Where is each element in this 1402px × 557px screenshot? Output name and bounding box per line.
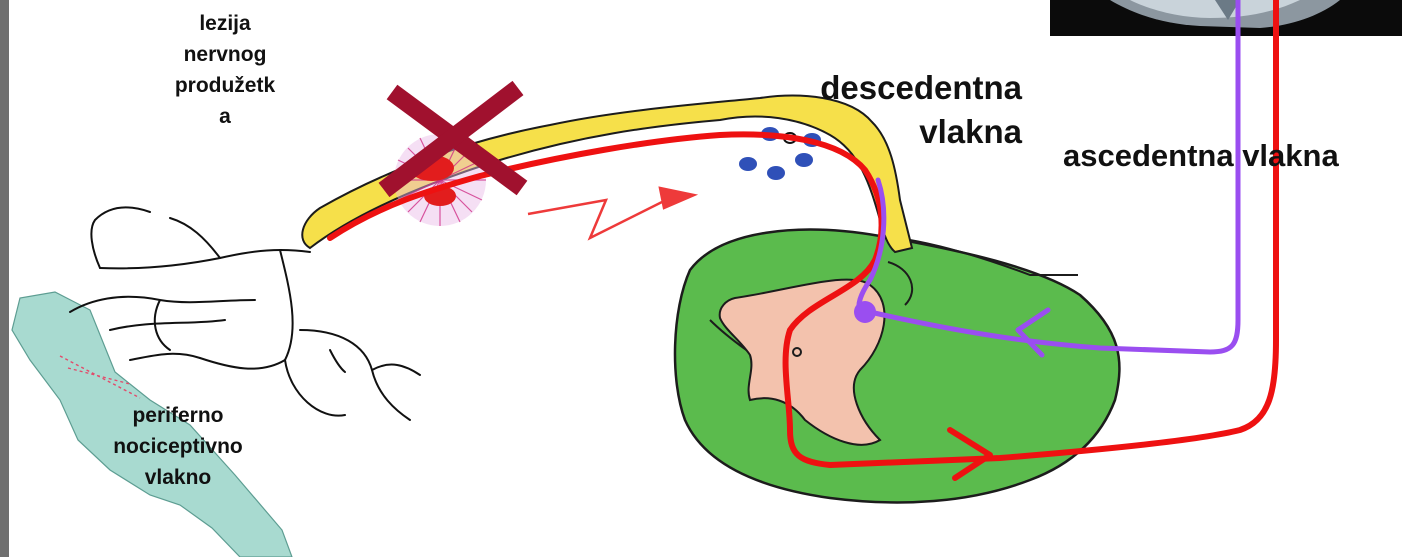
peripheral-fiber-label: periferno nociceptivno vlakno [78, 400, 278, 493]
lesion-label: lezija nervnog produžetk a [150, 8, 300, 132]
synapse-dot [854, 301, 876, 323]
signal-arrow-red [528, 188, 694, 238]
ascending-fibers-label: ascedentna vlakna [1063, 136, 1398, 176]
brain-image-thumbnail [1050, 0, 1402, 36]
descending-fibers-label: descedentna vlakna [782, 66, 1022, 154]
